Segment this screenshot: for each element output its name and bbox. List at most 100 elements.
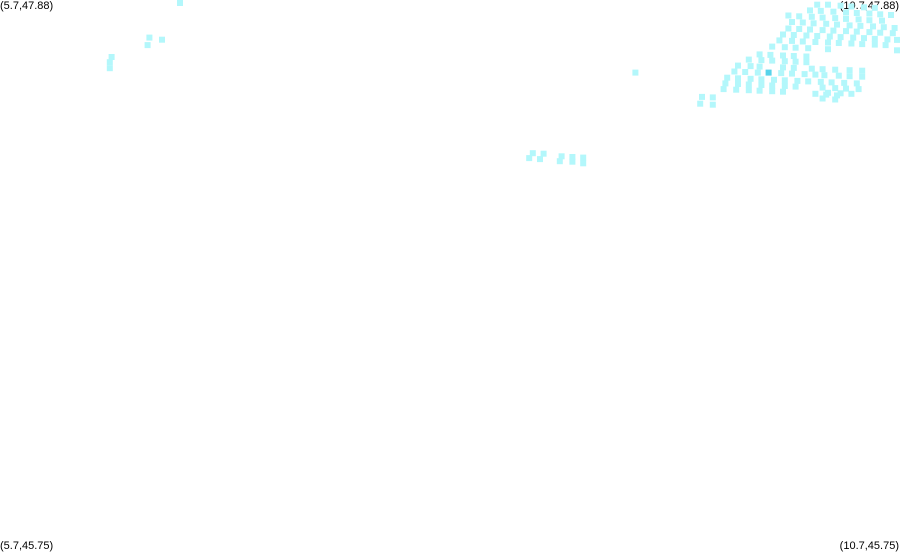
map-cell — [756, 63, 763, 70]
map-cell — [841, 79, 848, 86]
map-cell — [879, 17, 885, 24]
map-cell — [832, 85, 839, 92]
map-cell — [106, 59, 113, 66]
map-cell — [780, 52, 786, 59]
map-cell — [781, 77, 788, 84]
corner-label-top-right: (10.7,47.88) — [839, 0, 899, 12]
map-cell — [526, 155, 533, 162]
map-cell — [859, 41, 866, 48]
map-cell — [832, 15, 839, 22]
map-cell — [880, 24, 887, 31]
map-cell — [866, 29, 873, 36]
map-cell — [830, 27, 837, 34]
corner-label-bottom-left: (5.7,45.75) — [0, 540, 54, 552]
map-cell — [837, 34, 844, 41]
map-cell — [790, 64, 797, 71]
map-cell — [848, 90, 855, 97]
map-cell — [722, 80, 729, 87]
map-cell — [823, 91, 830, 98]
map-cell — [720, 86, 727, 93]
map-cell — [812, 71, 819, 78]
map-cell — [828, 79, 835, 86]
map-cell — [871, 41, 878, 48]
corner-label-bottom-right: (10.7,45.75) — [839, 540, 899, 552]
map-cell — [808, 13, 815, 20]
map-cell — [853, 80, 860, 87]
map-cell — [769, 88, 776, 95]
map-cell — [866, 17, 873, 24]
map-cell — [785, 12, 792, 19]
map-cell — [801, 71, 808, 78]
map-cell — [790, 53, 797, 59]
map-cell — [857, 22, 864, 29]
map-cell — [735, 75, 741, 82]
map-cell — [803, 32, 810, 39]
map-cell — [709, 101, 716, 108]
map-cell — [796, 26, 803, 32]
map-cell — [731, 68, 738, 75]
map-cell — [758, 57, 765, 64]
map-cell — [699, 93, 705, 100]
map-cell — [780, 88, 786, 95]
map-cell — [769, 57, 776, 64]
map-cell — [817, 7, 824, 14]
map-cell — [697, 100, 704, 107]
map-cell — [807, 26, 813, 33]
map-cell — [792, 83, 799, 90]
map-cell — [850, 34, 857, 41]
map-cell — [888, 12, 894, 18]
map-cell — [853, 10, 860, 16]
map-cell — [814, 1, 821, 8]
map-cell — [106, 65, 113, 72]
map-cell — [580, 160, 587, 167]
map-cell — [767, 51, 774, 58]
map-cell — [819, 84, 826, 91]
map-cell — [799, 38, 806, 45]
map-cell — [832, 96, 839, 103]
map-cell — [830, 8, 837, 15]
map-cell — [709, 94, 716, 101]
map-cell — [894, 47, 900, 54]
map-cell — [825, 39, 831, 46]
map-cell — [781, 44, 788, 51]
map-cell — [808, 65, 815, 72]
map-cell — [882, 42, 889, 49]
map-cell — [580, 154, 587, 161]
map-cell — [810, 20, 817, 27]
map-cell — [846, 67, 853, 74]
map-cell — [144, 42, 151, 49]
map-cell — [826, 33, 833, 40]
map-cell — [823, 20, 830, 27]
map-cell — [859, 73, 866, 80]
map-cell — [846, 22, 853, 29]
map-cell — [792, 58, 799, 65]
map-cell — [803, 59, 810, 66]
map-cell — [877, 29, 884, 36]
map-cell — [771, 76, 777, 83]
map-cell — [832, 66, 839, 73]
map-cell — [855, 16, 862, 23]
map-cell — [789, 19, 795, 25]
map-cell — [745, 81, 752, 88]
map-cell — [821, 72, 828, 79]
map-cell — [807, 7, 813, 14]
map-cell — [756, 51, 763, 58]
map-cell — [177, 0, 183, 6]
map-cell — [835, 72, 842, 79]
map-cell — [745, 56, 752, 63]
map-cell — [805, 78, 812, 85]
map-cell — [843, 28, 849, 35]
map-cell — [835, 40, 842, 46]
map-cell — [877, 11, 884, 18]
map-cell — [848, 3, 855, 10]
map-cell — [108, 54, 115, 60]
map-cell — [569, 154, 576, 160]
map-cell — [769, 82, 776, 89]
map-cell — [776, 37, 783, 44]
map-cell — [789, 37, 795, 44]
map-cell — [792, 44, 799, 51]
map-cell — [537, 156, 543, 163]
map-cell — [861, 35, 867, 42]
map-cell — [742, 69, 749, 75]
map-cell — [540, 150, 547, 157]
